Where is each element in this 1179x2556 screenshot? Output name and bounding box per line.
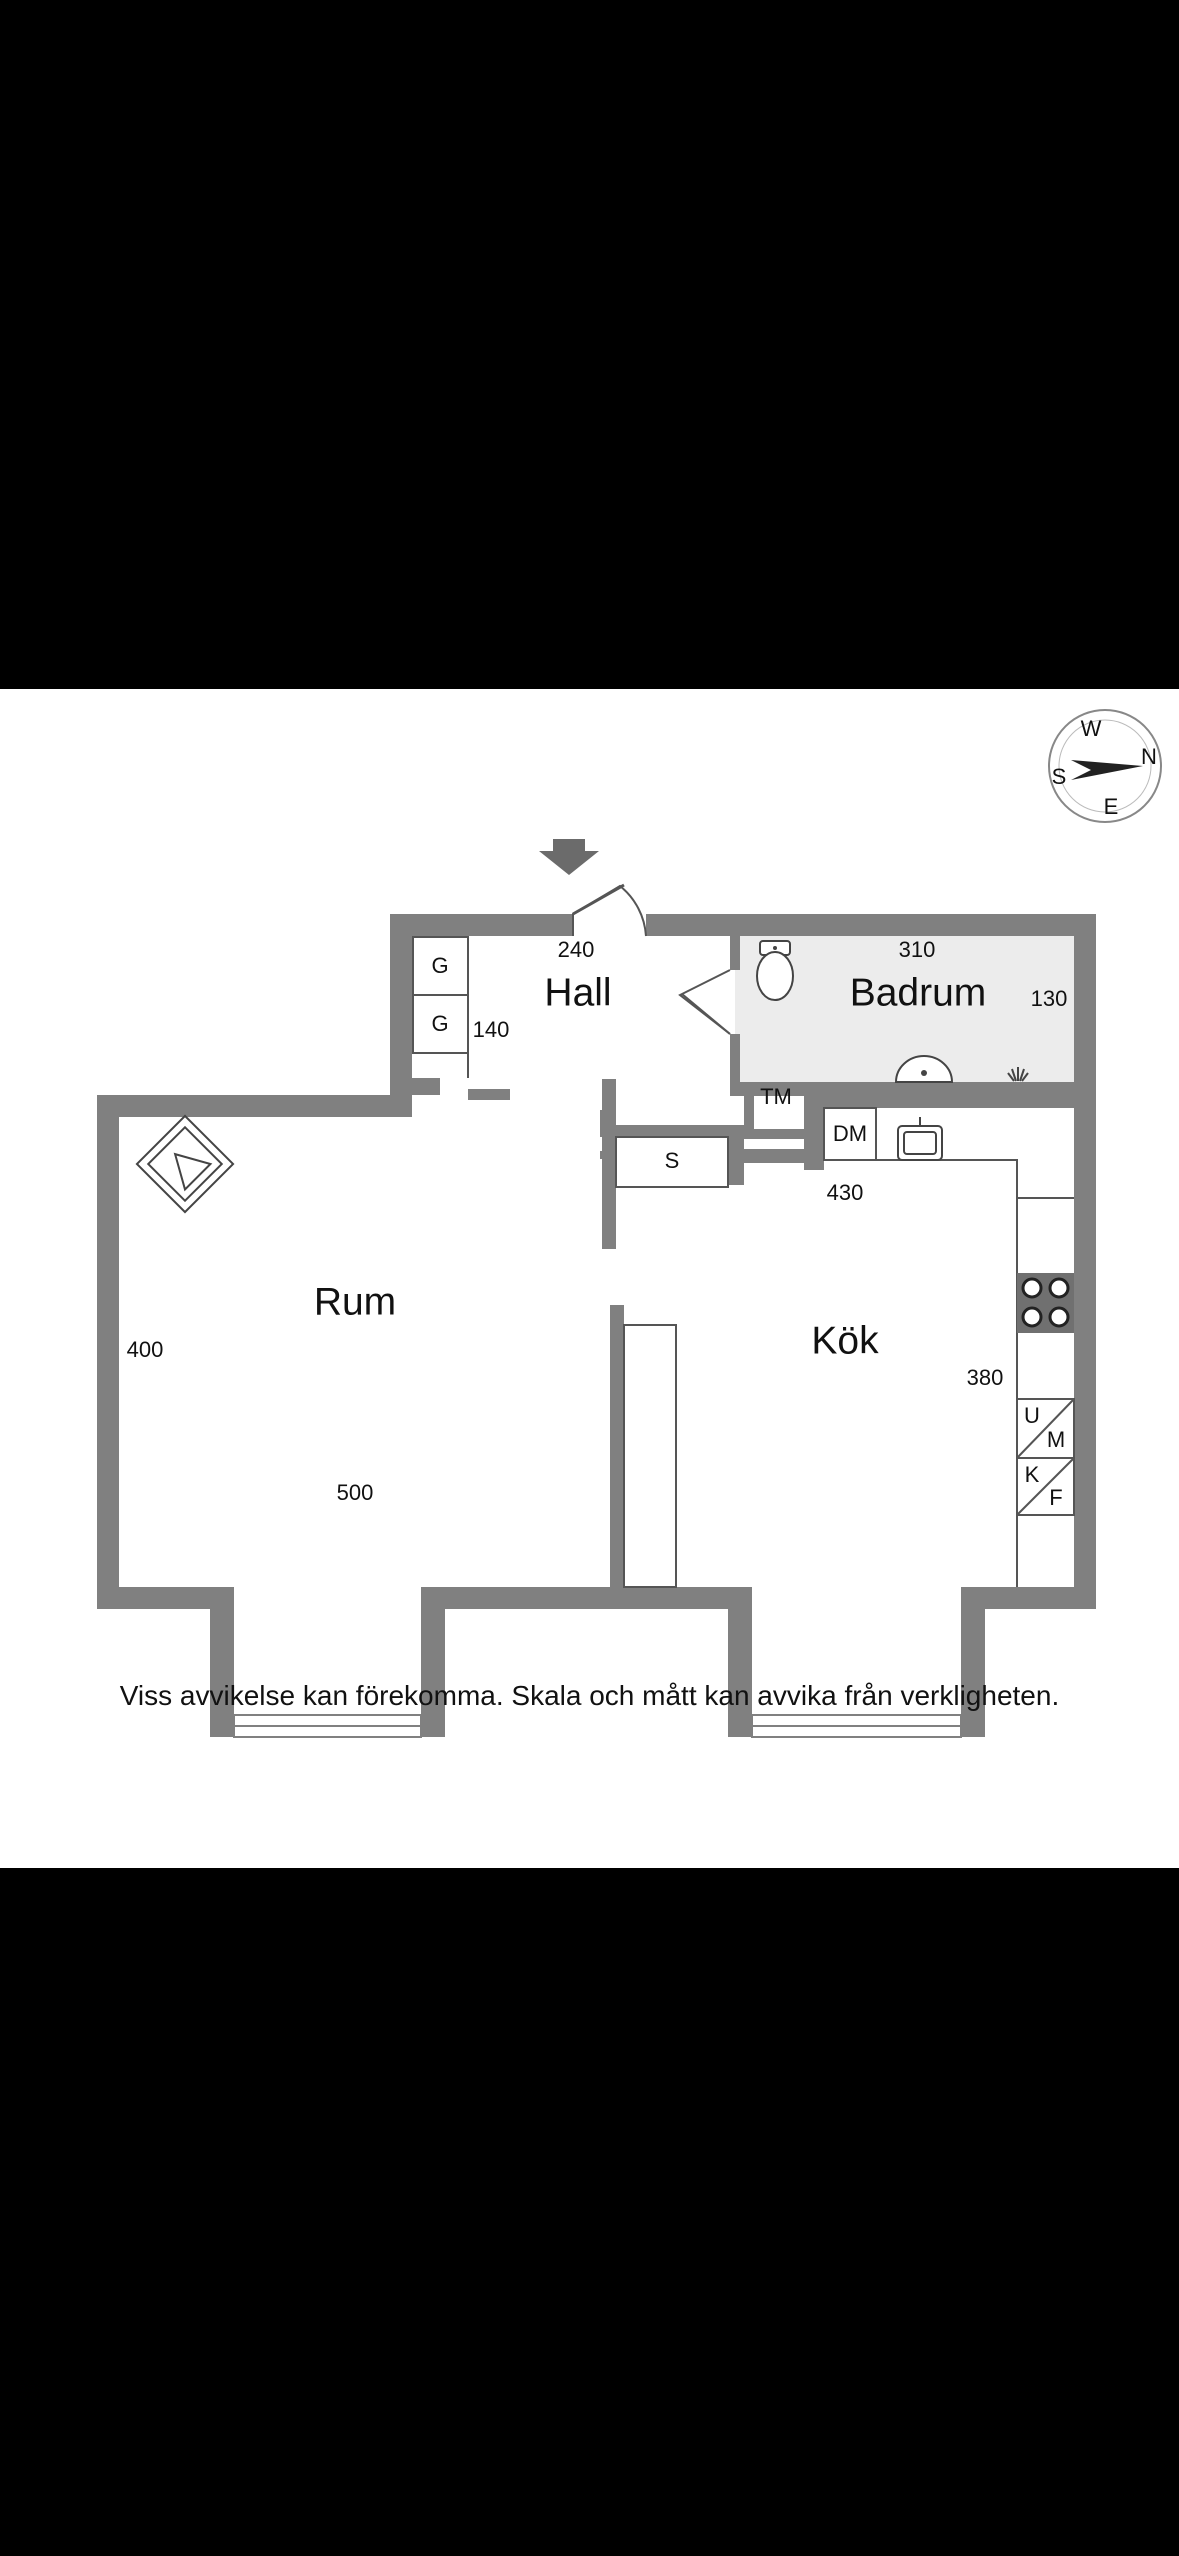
compass-w-label: W xyxy=(1081,716,1102,741)
kitchen-island xyxy=(623,1324,677,1588)
bathroom-floor xyxy=(735,936,1075,1082)
compass-e-label: E xyxy=(1104,794,1119,819)
room-rum-label: Rum xyxy=(314,1280,396,1323)
wardrobe-1-label: G xyxy=(431,953,448,978)
hall-depth-label: 140 xyxy=(473,1017,510,1042)
badrum-width-label: 310 xyxy=(899,937,936,962)
shower-icon xyxy=(1007,1067,1029,1082)
washing-machine-label: TM xyxy=(760,1084,792,1109)
toilet-icon xyxy=(756,940,794,1001)
room-badrum-label: Badrum xyxy=(850,971,987,1014)
floor-plan: S G G xyxy=(97,709,1162,1738)
kitchen-sink-icon xyxy=(897,1117,943,1161)
wardrobe-2-label: G xyxy=(431,1011,448,1036)
freezer-f-label: F xyxy=(1049,1485,1062,1510)
rum-depth-label: 400 xyxy=(127,1337,164,1362)
sink-icon xyxy=(894,1055,954,1083)
bathroom-door xyxy=(678,969,731,1035)
fridge-freezer xyxy=(1016,1398,1075,1516)
kok-depth-label: 380 xyxy=(967,1365,1004,1390)
room-kok-label: Kök xyxy=(811,1319,879,1362)
dishwasher-label: DM xyxy=(833,1121,867,1146)
armchair-icon xyxy=(135,1114,235,1214)
entrance-door xyxy=(572,883,647,937)
compass-icon: W N S E xyxy=(1048,709,1162,823)
entrance-arrow-icon xyxy=(539,839,599,875)
cabinet-s-label: S xyxy=(665,1148,680,1173)
fridge-u-label: U xyxy=(1024,1403,1040,1428)
kitchen-counter xyxy=(823,1107,1074,1587)
fridge-m-label: M xyxy=(1047,1427,1065,1452)
compass-s-label: S xyxy=(1052,764,1067,789)
badrum-depth-label: 130 xyxy=(1031,986,1068,1011)
rum-width-label: 500 xyxy=(337,1480,374,1505)
windows xyxy=(233,1714,962,1738)
freezer-k-label: K xyxy=(1025,1462,1040,1487)
floor-plan-sheet: S G G xyxy=(0,689,1179,1868)
kok-width-label: 430 xyxy=(827,1180,864,1205)
hall-width-label: 240 xyxy=(558,937,595,962)
interior-walls xyxy=(600,936,1096,1609)
wardrobes: G G xyxy=(412,936,469,1078)
room-hall-label: Hall xyxy=(544,971,611,1014)
stove-icon xyxy=(1017,1273,1074,1333)
cabinet-s xyxy=(615,1136,729,1188)
disclaimer-text: Viss avvikelse kan förekomma. Skala och … xyxy=(119,1680,1060,1711)
compass-n-label: N xyxy=(1141,744,1157,769)
